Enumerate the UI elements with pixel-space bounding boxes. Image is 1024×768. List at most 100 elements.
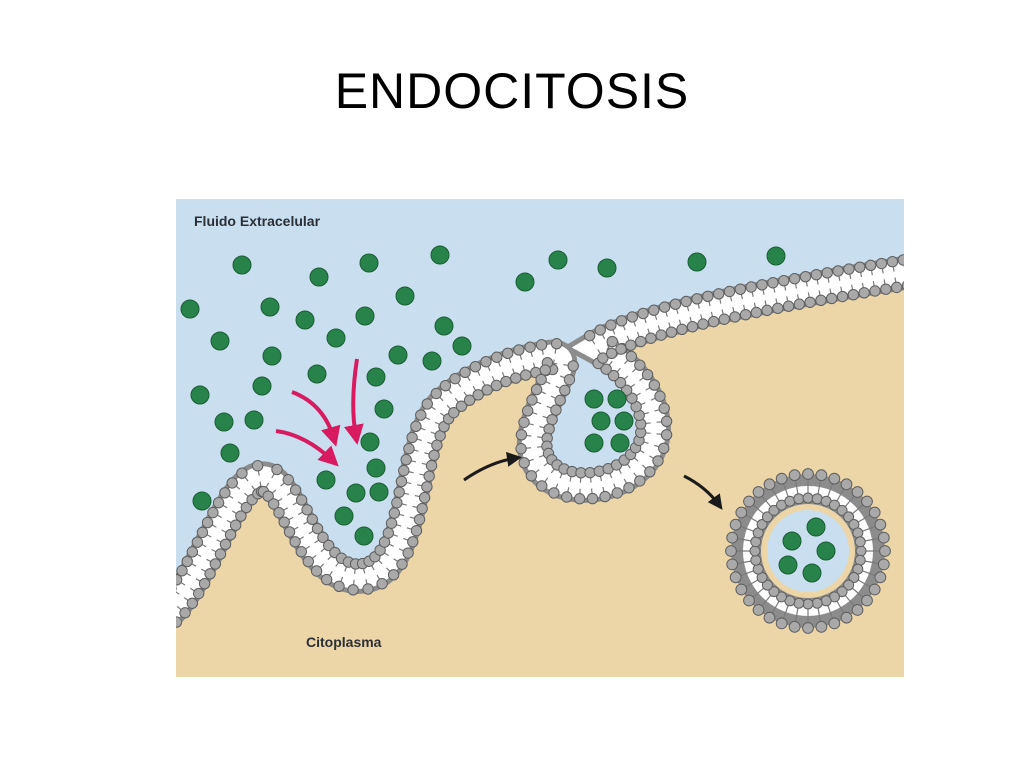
lipid-head xyxy=(439,379,452,392)
lipid-head xyxy=(219,487,231,499)
lipid-head xyxy=(749,545,761,557)
lipid-tail xyxy=(759,593,773,609)
lipid-head xyxy=(729,518,742,531)
lipid-head xyxy=(448,406,460,419)
particle xyxy=(260,297,280,317)
lipid-head xyxy=(788,620,801,633)
lipid-head xyxy=(648,379,661,391)
lipid-head xyxy=(658,301,671,313)
lipid-head xyxy=(840,611,853,624)
particle xyxy=(360,432,380,452)
lipid-head xyxy=(606,335,618,348)
lipid-head xyxy=(204,568,216,580)
lipid-head xyxy=(400,453,412,466)
lipid-head xyxy=(317,531,329,544)
particle xyxy=(806,517,826,537)
lipid-head xyxy=(302,555,314,568)
extracellular-particles xyxy=(180,245,786,511)
lipid-head xyxy=(597,352,609,364)
lipid-head xyxy=(548,487,560,499)
lipid-head xyxy=(843,579,855,591)
lipid-head xyxy=(289,536,301,548)
particle xyxy=(591,411,611,431)
lipid-head xyxy=(209,558,222,570)
particle xyxy=(548,250,568,270)
lipid-head xyxy=(802,622,814,634)
lipid-head xyxy=(761,304,773,317)
lipid-head xyxy=(645,332,657,344)
lipid-head xyxy=(395,475,408,488)
lipid-head xyxy=(658,442,670,455)
lipid-head xyxy=(207,506,219,519)
particle xyxy=(374,399,394,419)
lipid-head xyxy=(756,279,768,291)
lipid-head xyxy=(559,384,571,397)
particle xyxy=(262,346,282,366)
lipid-head xyxy=(864,259,877,272)
particle xyxy=(422,351,442,371)
lipid-head xyxy=(848,572,860,583)
lipid-head xyxy=(449,372,461,385)
lipid-head xyxy=(784,495,796,507)
lipid-head xyxy=(282,474,295,486)
lipid-head xyxy=(546,413,558,426)
lipid-head xyxy=(875,257,888,270)
lipid-head xyxy=(665,326,678,338)
lipid-head xyxy=(561,491,573,503)
particle xyxy=(395,286,415,306)
lipid-tail xyxy=(817,478,822,496)
lipid-head xyxy=(407,536,419,548)
lipid-head xyxy=(768,504,780,516)
lipid-head xyxy=(425,459,438,472)
step-arrow xyxy=(683,474,723,510)
lipid-head xyxy=(480,355,492,368)
lipid-tail xyxy=(835,599,846,616)
particle xyxy=(369,482,389,502)
lipid-tail xyxy=(817,606,822,624)
particle xyxy=(366,367,386,387)
lipid-head xyxy=(750,306,763,319)
lipid-head xyxy=(634,359,646,371)
particle xyxy=(190,385,210,405)
lipid-head xyxy=(734,283,747,295)
lipid-head xyxy=(697,318,709,330)
lipid-head xyxy=(391,497,403,509)
lipid-head xyxy=(652,455,664,467)
particle xyxy=(584,433,604,453)
lipid-head xyxy=(851,604,864,616)
lipid-head xyxy=(626,392,638,404)
lipid-head xyxy=(723,285,736,298)
particle xyxy=(355,306,375,326)
lipid-head xyxy=(573,493,586,505)
particle xyxy=(782,531,802,551)
lipid-head xyxy=(644,466,656,478)
lipid-head xyxy=(416,502,428,515)
lipid-tail xyxy=(850,586,866,600)
lipid-head xyxy=(739,308,752,321)
lipid-head xyxy=(535,373,547,386)
lipid-head xyxy=(214,548,227,560)
lipid-head xyxy=(554,394,566,407)
particle xyxy=(214,412,234,432)
particle xyxy=(434,316,454,336)
lipid-head xyxy=(295,494,308,506)
lipid-head xyxy=(778,274,790,287)
lipid-head xyxy=(191,536,204,548)
particle xyxy=(210,331,230,351)
lipid-head xyxy=(897,254,904,266)
lipid-head xyxy=(186,546,199,558)
lipid-tail xyxy=(750,502,766,516)
lipid-head xyxy=(858,287,870,299)
particle xyxy=(307,364,327,384)
lipid-head xyxy=(431,439,443,451)
lipid-head xyxy=(775,617,788,630)
lipid-head xyxy=(793,493,805,505)
lipid-head xyxy=(752,604,765,616)
lipid-head xyxy=(788,272,801,285)
lipid-tail xyxy=(743,578,760,589)
lipid-head xyxy=(843,263,855,275)
lipid-head xyxy=(278,516,290,528)
lipid-head xyxy=(179,607,191,619)
lipid-head xyxy=(761,579,773,591)
lipid-head xyxy=(491,351,503,363)
